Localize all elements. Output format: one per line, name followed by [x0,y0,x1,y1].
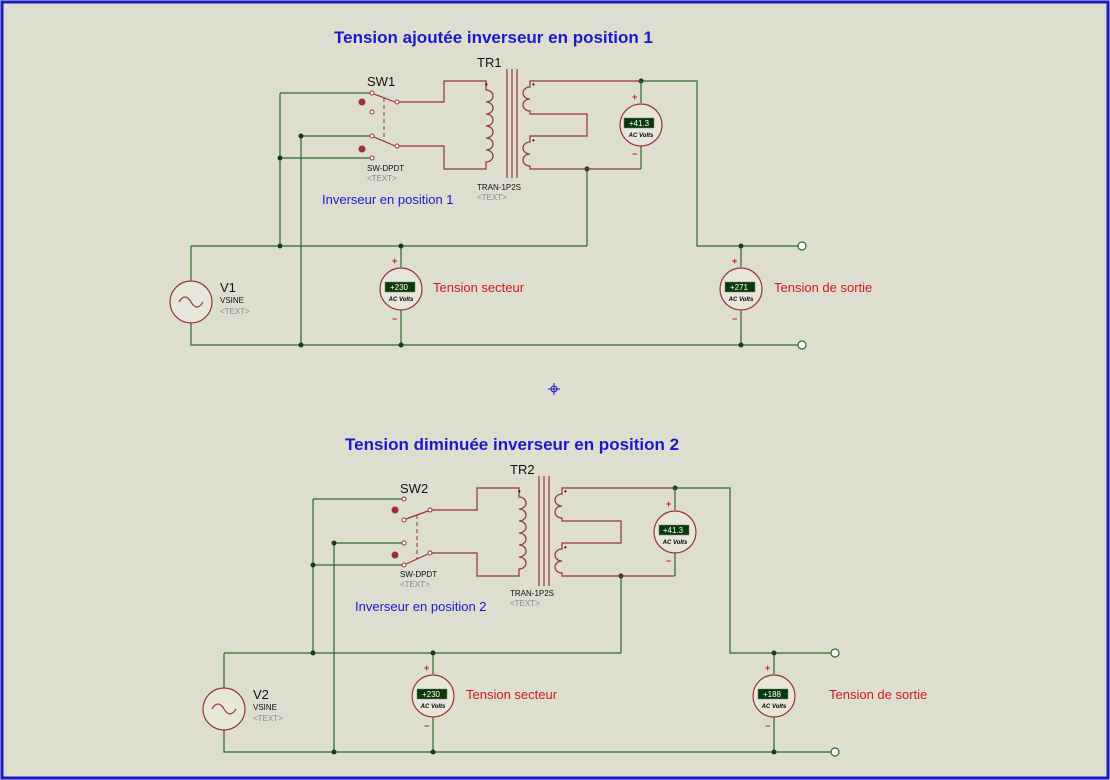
circuit-1: Tension ajoutée inverseur en position 1 [169,28,872,350]
source-ref: V1 [220,280,236,295]
meter-reading: +41.3 [629,119,650,128]
output-terminal-bottom[interactable] [830,747,840,757]
svg-text:•: • [518,487,521,496]
junctions [310,485,777,755]
svg-text:•: • [564,487,567,496]
meter-unit: AC Volts [388,297,414,303]
svg-text:•: • [532,136,535,145]
meter-unit: AC Volts [662,540,688,546]
switch-position-label: Inverseur en position 1 [322,192,454,207]
transformer-text: <TEXT> [477,193,507,202]
meter-plus: + [732,256,737,266]
output-terminal-top[interactable] [797,241,807,251]
voltmeter-transformer: +41.3 AC Volts + − [619,92,663,159]
svg-text:•: • [564,543,567,552]
meter-minus: − [732,314,737,324]
meter-plus: + [392,256,397,266]
transformer-tr2[interactable]: TR2 • • • TRAN-1P2S <TEXT> [500,462,675,608]
voltmeter-mains: +230 AC Volts + − [411,663,455,731]
svg-text:•: • [532,80,535,89]
source-text: <TEXT> [220,307,250,316]
circuit-2: Tension diminuée inverseur en position 2… [202,435,927,757]
voltmeter-transformer: +41.3 AC Volts + − [653,499,697,566]
switch-text: <TEXT> [367,174,397,183]
transformer-ref: TR1 [477,55,502,70]
wires [223,487,835,753]
output-voltage-label: Tension de sortie [829,687,927,702]
switch-ref: SW2 [400,481,428,496]
switch-ref: SW1 [367,74,395,89]
source-type: VSINE [253,703,277,712]
mains-voltage-label: Tension secteur [433,280,525,295]
switch-sw2[interactable]: SW2 SW-DPDT <TEXT> [391,481,501,589]
meter-minus: − [424,721,429,731]
voltmeter-mains: +230 AC Volts + − [379,256,423,324]
voltmeter-output: +188 AC Volts + − [752,663,796,731]
meter-reading: +188 [763,690,782,699]
source-v2[interactable]: V2 VSINE <TEXT> [202,687,283,731]
transformer-tr1[interactable]: TR1 • • • TRAN-1P2S <TEXT> [468,55,641,202]
meter-reading: +41.3 [663,526,684,535]
transformer-type: TRAN-1P2S [510,589,554,598]
source-type: VSINE [220,296,244,305]
origin-marker [548,383,560,395]
meter-unit: AC Volts [628,133,654,139]
output-voltage-label: Tension de sortie [774,280,872,295]
switch-type: SW-DPDT [400,570,437,579]
switch-type: SW-DPDT [367,164,404,173]
meter-minus: − [666,556,671,566]
junctions [277,78,744,348]
circuit-title: Tension diminuée inverseur en position 2 [345,435,679,454]
meter-plus: + [632,92,637,102]
meter-minus: − [765,721,770,731]
transformer-ref: TR2 [510,462,535,477]
circuit-title: Tension ajoutée inverseur en position 1 [334,28,653,47]
transformer-type: TRAN-1P2S [477,183,521,192]
source-ref: V2 [253,687,269,702]
meter-plus: + [765,663,770,673]
source-v1[interactable]: V1 VSINE <TEXT> [169,280,250,324]
svg-text:•: • [485,80,488,89]
meter-minus: − [632,149,637,159]
output-terminal-bottom[interactable] [797,340,807,350]
meter-plus: + [666,499,671,509]
switch-sw1[interactable]: SW1 SW-DPDT <TEXT> [358,74,469,183]
output-terminal-top[interactable] [830,648,840,658]
mains-voltage-label: Tension secteur [466,687,558,702]
voltmeter-output: +271 AC Volts + − [719,256,763,324]
meter-unit: AC Volts [761,704,787,710]
meter-unit: AC Volts [420,704,446,710]
meter-minus: − [392,314,397,324]
wires [190,80,802,346]
switch-position-label: Inverseur en position 2 [355,599,487,614]
meter-reading: +230 [390,283,409,292]
transformer-text: <TEXT> [510,599,540,608]
meter-reading: +230 [422,690,441,699]
meter-reading: +271 [730,283,749,292]
meter-unit: AC Volts [728,297,754,303]
source-text: <TEXT> [253,714,283,723]
switch-text: <TEXT> [400,580,430,589]
meter-plus: + [424,663,429,673]
